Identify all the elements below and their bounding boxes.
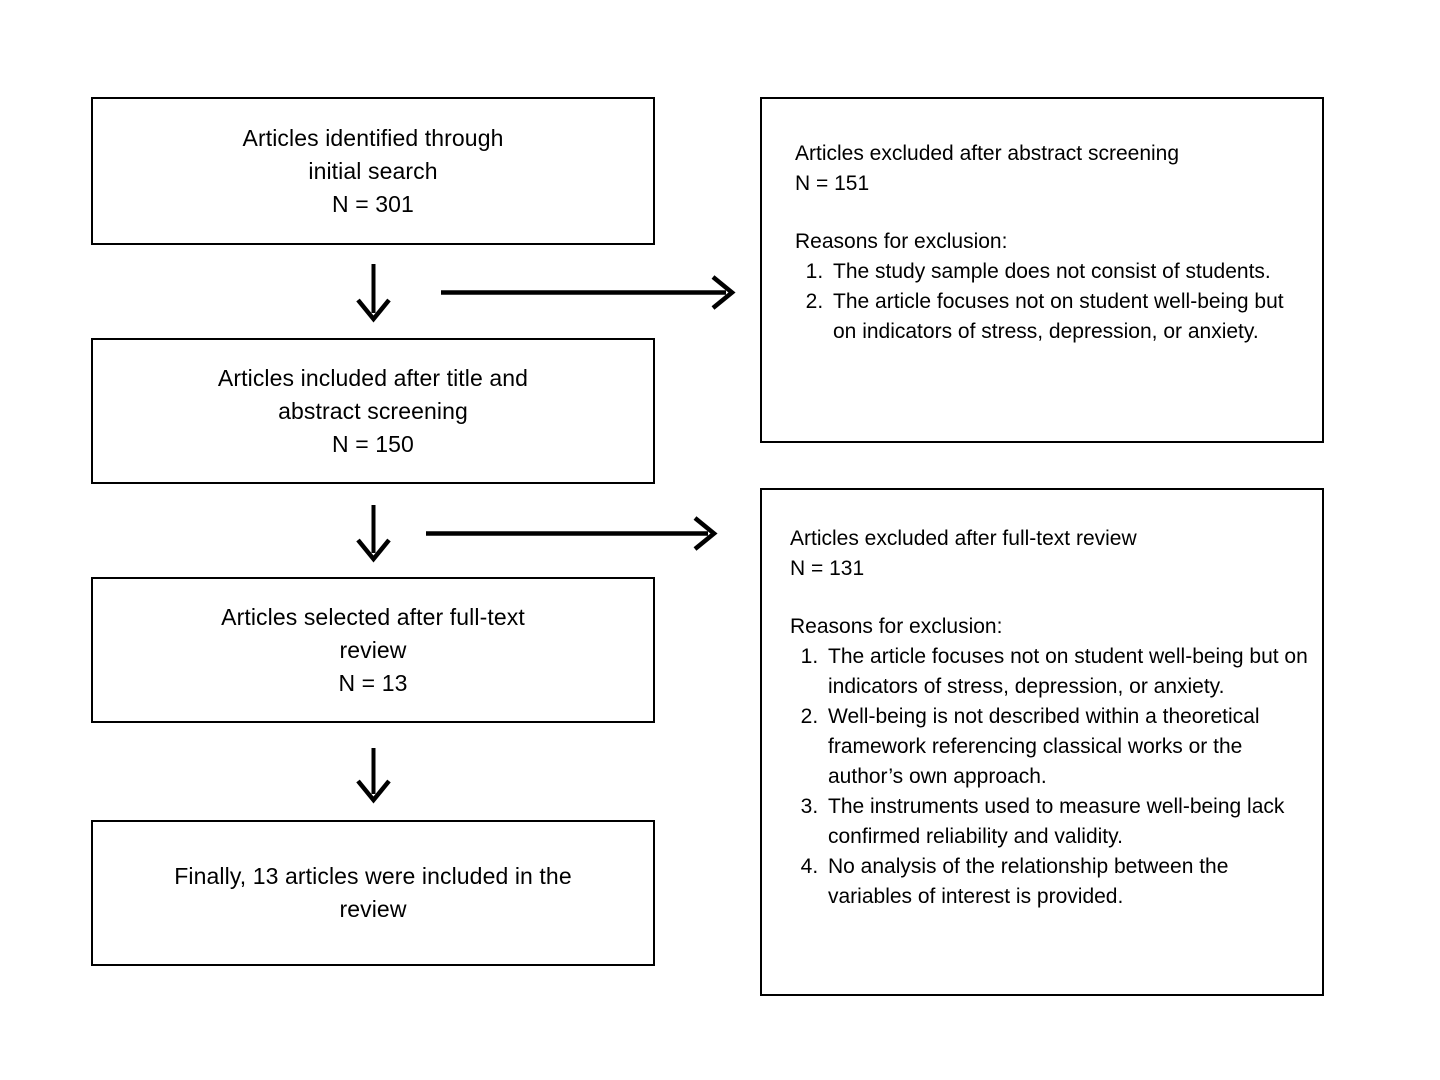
down-arrow-1 xyxy=(356,264,391,323)
right-arrow-1 xyxy=(441,275,736,310)
flow-box-text: Finally, 13 articles were included in th… xyxy=(174,863,572,922)
flow-box-articles-identified: Articles identified through initial sear… xyxy=(91,97,655,245)
exclusion-reasons-label: Reasons for exclusion: xyxy=(795,230,1008,253)
exclusion-box-full-text-review: Articles excluded after full-text review… xyxy=(760,488,1324,996)
exclusion-reasons-list: The article focuses not on student well-… xyxy=(790,642,1308,912)
down-arrow-2 xyxy=(356,505,391,563)
flow-box-articles-included-title-abstract: Articles included after title and abstra… xyxy=(91,338,655,484)
list-item: Well-being is not described within a the… xyxy=(824,702,1308,792)
right-arrow-2 xyxy=(426,516,718,551)
down-arrow-3 xyxy=(356,748,391,804)
list-item: No analysis of the relationship between … xyxy=(824,852,1308,912)
list-item: The article focuses not on student well-… xyxy=(829,287,1308,347)
list-item: The instruments used to measure well-bei… xyxy=(824,792,1308,852)
flow-box-articles-selected-full-text: Articles selected after full-text review… xyxy=(91,577,655,723)
exclusion-box-abstract-screening: Articles excluded after abstract screeni… xyxy=(760,97,1324,443)
exclusion-box-heading: Articles excluded after full-text review… xyxy=(790,527,1137,580)
exclusion-box-heading: Articles excluded after abstract screeni… xyxy=(795,142,1180,195)
flow-box-text: Articles included after title and abstra… xyxy=(217,364,529,457)
list-item: The article focuses not on student well-… xyxy=(824,642,1308,702)
flow-box-text: Articles identified through initial sear… xyxy=(242,124,504,217)
exclusion-reasons-label: Reasons for exclusion: xyxy=(790,615,1003,638)
flow-box-final-included: Finally, 13 articles were included in th… xyxy=(91,820,655,966)
flow-box-text: Articles selected after full-text review… xyxy=(221,603,525,696)
exclusion-reasons-list: The study sample does not consist of stu… xyxy=(795,257,1308,347)
list-item: The study sample does not consist of stu… xyxy=(829,257,1308,287)
